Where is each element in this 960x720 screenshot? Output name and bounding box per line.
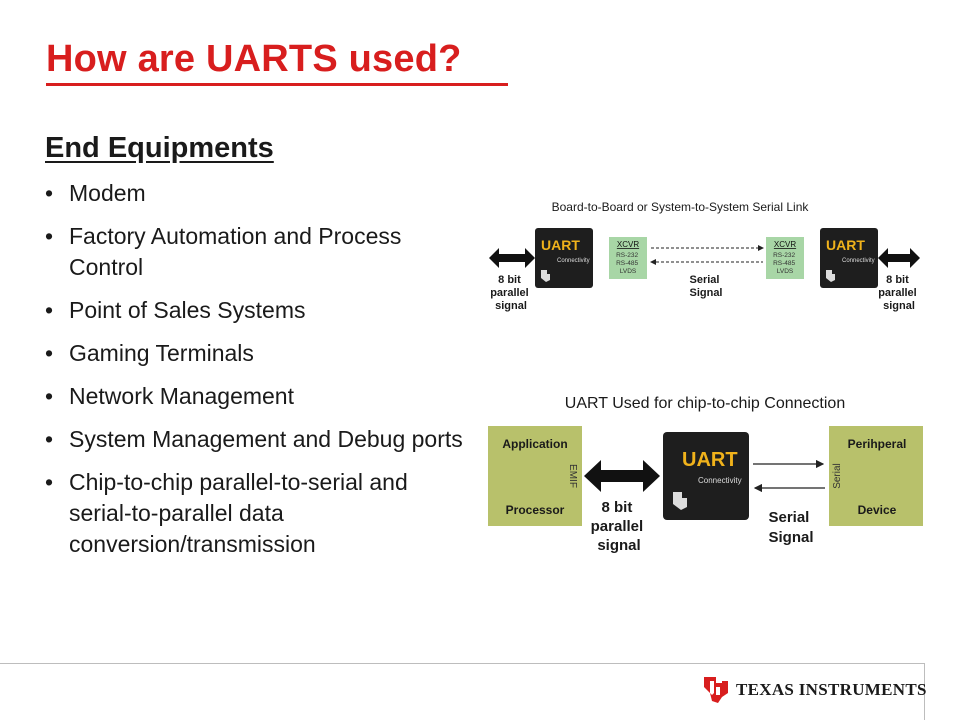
emif-label: EMIF (567, 464, 578, 488)
xcvr-title: XCVR (617, 240, 639, 249)
ti-logo-icon (704, 677, 728, 703)
uart-chip-label: UART (826, 237, 865, 253)
bullet-list: Modem Factory Automation and Process Con… (45, 178, 470, 572)
serial-link-diagram: Board-to-Board or System-to-System Seria… (489, 200, 920, 312)
uart-chip-sublabel: Connectivity (557, 258, 590, 264)
peripheral-label: Perihperal (848, 437, 907, 451)
uart-chip-sublabel: Connectivity (698, 476, 742, 485)
application-processor-box (488, 426, 582, 526)
uart-chip-label: UART (541, 237, 580, 253)
uart-chip-left (535, 228, 593, 288)
application-label: Application (502, 437, 567, 451)
xcvr-standards: RS-232 RS-485 LVDS (773, 252, 797, 275)
ti-chip-icon (826, 270, 835, 282)
bullet-item: System Management and Debug ports (45, 424, 470, 455)
slide-title: How are UARTS used? (46, 38, 462, 80)
bullet-item: Point of Sales Systems (45, 295, 470, 326)
ti-chip-icon (541, 270, 550, 282)
bullet-item: Gaming Terminals (45, 338, 470, 369)
serial-link-caption: Board-to-Board or System-to-System Seria… (552, 200, 810, 214)
footer-divider-vertical (924, 663, 925, 720)
uart-chip-sublabel: Connectivity (842, 258, 875, 264)
serial-signal-label: Serial Signal (768, 509, 813, 546)
xcvr-box-right (766, 237, 804, 279)
title-underline (46, 83, 508, 86)
parallel-arrow-left (489, 248, 535, 268)
bullet-item: Factory Automation and Process Control (45, 221, 470, 283)
processor-label: Processor (506, 503, 565, 517)
uart-chip-right (820, 228, 878, 288)
parallel-arrow-right (878, 248, 920, 268)
xcvr-box-left (609, 237, 647, 279)
ti-chip-icon (673, 492, 687, 510)
bullet-item: Network Management (45, 381, 470, 412)
device-label: Device (858, 503, 897, 517)
parallel-label-left: 8 bit parallel signal (490, 274, 532, 312)
footer-divider (0, 663, 925, 664)
company-wordmark: TEXAS INSTRUMENTS (736, 680, 927, 699)
serial-side-label: Serial (832, 463, 843, 489)
uart-chip-label: UART (682, 449, 738, 471)
serial-signal-label: Serial Signal (689, 274, 722, 299)
chip-to-chip-caption: UART Used for chip-to-chip Connection (565, 395, 845, 412)
parallel-arrow (584, 460, 660, 492)
parallel-label-right: 8 bit parallel signal (878, 274, 920, 312)
chip-to-chip-diagram: UART Used for chip-to-chip Connection Ap… (488, 395, 923, 554)
peripheral-device-box (829, 426, 923, 526)
section-heading: End Equipments (45, 132, 274, 164)
xcvr-title: XCVR (774, 240, 796, 249)
bullet-item: Modem (45, 178, 470, 209)
xcvr-standards: RS-232 RS-485 LVDS (616, 252, 640, 275)
bullet-item: Chip-to-chip parallel-to-serial and seri… (45, 467, 470, 560)
parallel-signal-label: 8 bit parallel signal (591, 499, 648, 554)
